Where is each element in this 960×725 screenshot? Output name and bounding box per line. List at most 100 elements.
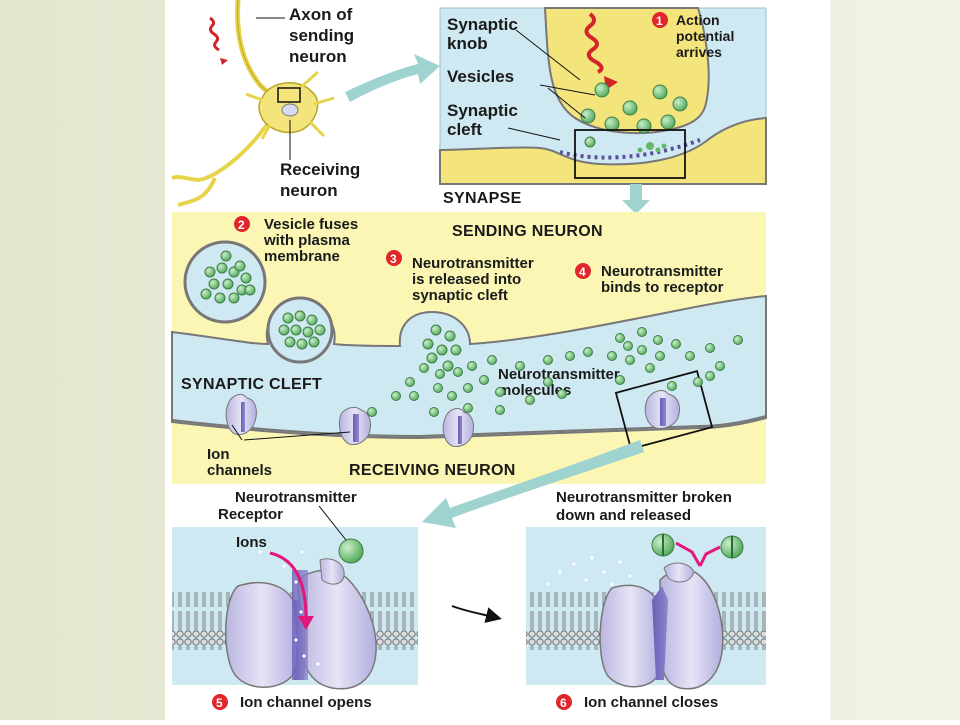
svg-text:6: 6	[560, 696, 567, 710]
neurotransmitter-dot	[430, 324, 442, 336]
neurotransmitter-dot	[433, 383, 443, 393]
neurotransmitter-dot	[625, 355, 635, 365]
neurotransmitter-dot	[467, 361, 477, 371]
neurotransmitter-dot	[557, 389, 567, 399]
neurotransmitter-dot	[405, 377, 415, 387]
released-ions	[546, 556, 632, 586]
neurotransmitter-dot	[495, 387, 505, 397]
svg-text:2: 2	[238, 218, 245, 232]
neurotransmitter-dot	[733, 335, 743, 345]
neurotransmitter-dot	[294, 310, 306, 322]
step-6-marker: 6	[556, 694, 572, 710]
receiving-neuron-title: RECEIVING NEURON	[349, 462, 516, 479]
neurotransmitter-dot	[645, 363, 655, 373]
neurotransmitter-dot	[419, 363, 429, 373]
neurotransmitter-dot	[422, 338, 434, 350]
ion-flow-arrow-icon	[269, 551, 308, 621]
squiggle-arrow-icon	[208, 16, 220, 52]
neurotransmitter-dot	[671, 339, 681, 349]
synapse-title: SYNAPSE	[443, 190, 522, 207]
neurotransmitter-dot	[495, 405, 505, 415]
neurotransmitter-dot	[450, 344, 462, 356]
neurotransmitter-dot	[463, 403, 473, 413]
ions-label: Ions	[236, 534, 267, 551]
sending-neuron-title: SENDING NEURON	[452, 223, 603, 240]
ion-channels	[225, 390, 681, 447]
neurotransmitter-molecule	[338, 538, 364, 564]
action-potential-arrow-icon	[584, 12, 604, 74]
neurotransmitter-dot	[214, 292, 226, 304]
zoom-box-synapse	[574, 129, 686, 179]
ions	[258, 550, 320, 666]
neurotransmitter-dot	[515, 361, 525, 371]
svg-text:1: 1	[656, 14, 663, 28]
zoom-box-receptor	[614, 370, 714, 450]
neurotransmitter-dot	[234, 260, 246, 272]
neurotransmitter-dot	[655, 351, 665, 361]
arrow-to-synapse	[345, 54, 440, 102]
neurotransmitter-dot	[653, 335, 663, 345]
neurotransmitter-dot	[222, 278, 234, 290]
neurotransmitter-dot	[290, 324, 302, 336]
neurotransmitter-dot	[278, 324, 290, 336]
neurotransmitter-dot	[216, 262, 228, 274]
neurotransmitter-dot	[228, 292, 240, 304]
broken-neurotransmitter	[651, 533, 744, 567]
neurotransmitter-dot	[487, 355, 497, 365]
cleft-neurotransmitters	[200, 250, 743, 417]
neurotransmitter-dot	[615, 375, 625, 385]
neurotransmitter-dot	[240, 272, 252, 284]
neurotransmitter-dot	[705, 371, 715, 381]
neurotransmitter-dot	[426, 352, 438, 364]
neurotransmitter-dot	[565, 351, 575, 361]
neurotransmitter-dot	[435, 369, 445, 379]
neurotransmitter-dot	[444, 330, 456, 342]
neurotransmitter-dot	[637, 345, 647, 355]
svg-text:5: 5	[216, 696, 223, 710]
arrow-to-detail	[622, 184, 650, 214]
neurotransmitter-dot	[367, 407, 377, 417]
neurotransmitter-dot	[543, 377, 553, 387]
neurotransmitter-dot	[715, 361, 725, 371]
neurotransmitter-dot	[623, 341, 633, 351]
neurotransmitter-dot	[705, 343, 715, 353]
ion-channel-open	[225, 581, 299, 688]
dendrite-path	[171, 118, 272, 207]
neurotransmitter-dot	[453, 367, 463, 377]
neurotransmitter-dot	[615, 333, 625, 343]
neurotransmitter-dot	[479, 375, 489, 385]
svg-text:3: 3	[390, 252, 397, 266]
neurotransmitter-dot	[543, 355, 553, 365]
neurotransmitter-dot	[296, 338, 308, 350]
neurotransmitter-dot	[525, 395, 535, 405]
neurotransmitter-dot	[306, 314, 318, 326]
synaptic-cleft-title: SYNAPTIC CLEFT	[181, 376, 322, 393]
neurotransmitter-dot	[637, 327, 647, 337]
neurotransmitter-dot	[282, 312, 294, 324]
neurotransmitter-dot	[685, 351, 695, 361]
neurotransmitter-dot	[447, 391, 457, 401]
step-3-marker: 3	[386, 250, 402, 266]
neurotransmitter-dot	[208, 278, 220, 290]
neurotransmitter-dot	[409, 391, 419, 401]
transition-arrow-icon	[451, 605, 502, 623]
neurotransmitter-dot	[463, 383, 473, 393]
neurotransmitter-dot	[667, 381, 677, 391]
neurotransmitter-dot	[244, 284, 256, 296]
neurotransmitter-dot	[204, 266, 216, 278]
zoom-box-small	[277, 87, 301, 103]
